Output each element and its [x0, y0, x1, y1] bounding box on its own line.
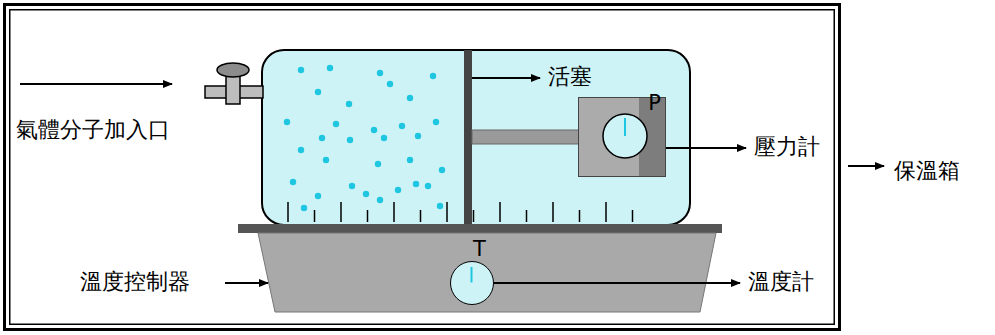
temperature-controller	[258, 233, 716, 312]
scale-tick	[526, 210, 528, 222]
leader-arrows	[20, 78, 884, 283]
gas-molecule	[433, 119, 439, 125]
gas-molecule	[290, 179, 296, 185]
gas-molecule	[333, 121, 339, 127]
piston-rod	[472, 130, 580, 144]
gas-molecule	[315, 193, 321, 199]
piston	[464, 50, 472, 225]
thermometer-label: 溫度計	[748, 270, 814, 294]
gas-molecule	[363, 191, 369, 197]
controller-label: 溫度控制器	[80, 270, 190, 294]
gas-molecule	[407, 157, 413, 163]
gas-molecule	[375, 161, 381, 167]
gas-molecule	[323, 157, 329, 163]
scale-tick	[632, 210, 634, 222]
gas-molecule	[301, 205, 307, 211]
gas-molecule	[377, 197, 383, 203]
scale-tick	[393, 202, 395, 222]
gas-molecule	[439, 167, 445, 173]
scale-tick	[446, 202, 448, 222]
gas-molecule	[399, 123, 405, 129]
scale-tick	[340, 202, 342, 222]
gas-molecule	[407, 95, 413, 101]
scale-tick	[579, 210, 581, 222]
base-plate	[238, 224, 722, 233]
gas-molecule	[387, 81, 393, 87]
inlet-valve	[205, 63, 263, 104]
gas-molecule	[327, 65, 333, 71]
piston-label: 活塞	[548, 65, 592, 89]
gas-molecule	[381, 135, 387, 141]
gas-molecule	[377, 70, 383, 76]
inlet-label: 氣體分子加入口	[16, 118, 170, 142]
dial	[451, 262, 493, 304]
gas-molecule	[347, 137, 353, 143]
gas-molecule	[346, 101, 352, 107]
gas-molecule	[298, 67, 304, 73]
gas-molecule	[371, 127, 377, 133]
gas-molecule	[413, 181, 419, 187]
scale-tick	[420, 210, 422, 222]
gas-cylinder	[262, 50, 690, 225]
scale-tick	[605, 202, 607, 222]
gas-molecule	[430, 73, 436, 79]
gauge-symbol: P	[648, 92, 661, 115]
thermometer: T	[450, 261, 494, 305]
pressure-gauge: P	[578, 97, 666, 177]
gas-molecule	[319, 135, 325, 141]
scale-tick	[367, 210, 369, 222]
gas-molecule	[349, 183, 355, 189]
scale-tick	[314, 210, 316, 222]
gas-molecule	[395, 187, 401, 193]
scale-tick	[287, 202, 289, 222]
scale-tick	[552, 202, 554, 222]
gas-molecule	[298, 147, 304, 153]
scale-tick	[473, 210, 475, 222]
thermometer-symbol: T	[473, 238, 486, 261]
gas-molecules	[284, 65, 445, 211]
gas-molecule	[284, 119, 290, 125]
pressure-gauge-label: 壓力計	[754, 135, 820, 159]
gas-molecule	[425, 183, 431, 189]
gas-molecule	[415, 133, 421, 139]
scale-tick	[499, 202, 501, 222]
gas-molecule	[437, 203, 443, 209]
gas-molecule	[315, 89, 321, 95]
scale-ticks	[288, 202, 633, 222]
box-label: 保溫箱	[894, 159, 960, 183]
